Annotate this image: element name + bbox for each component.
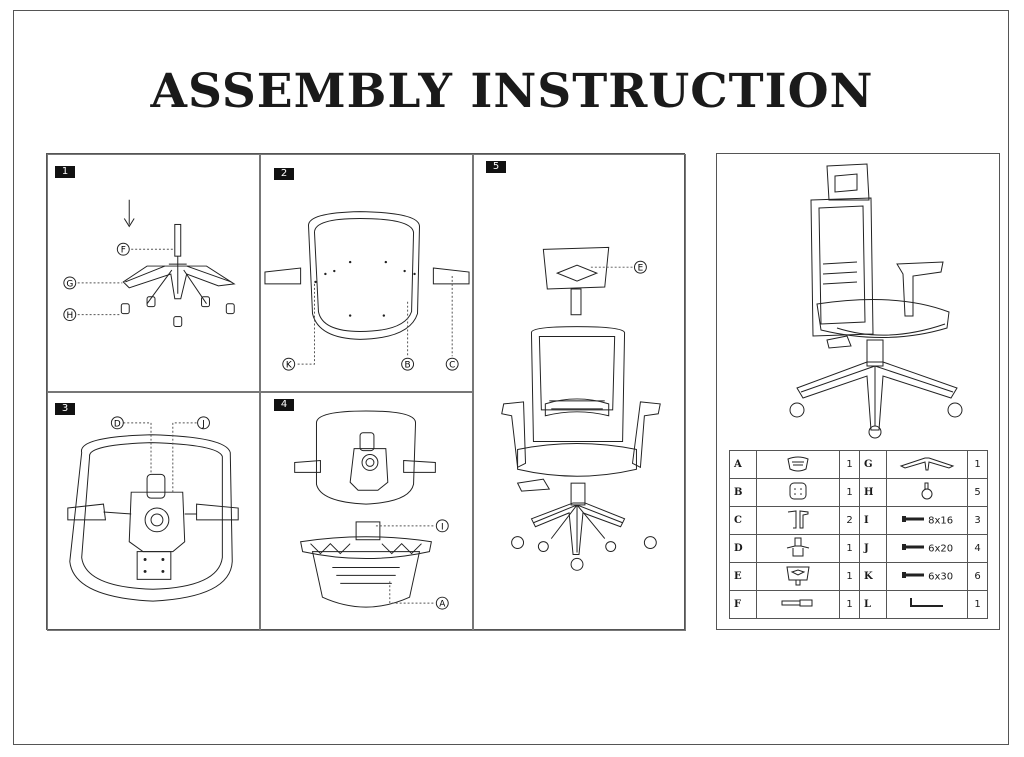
label-h: H xyxy=(66,311,73,321)
step-4-panel: 4 I A xyxy=(260,392,473,631)
part-letter: E xyxy=(729,562,757,591)
part-quantity: 1 xyxy=(839,450,860,479)
page-border xyxy=(13,10,1009,745)
part-quantity: 2 xyxy=(839,506,860,535)
step-3-drawing: D J xyxy=(67,416,239,602)
part-letter: L xyxy=(859,590,887,619)
label-g: G xyxy=(66,279,73,289)
part-letter: J xyxy=(859,534,887,563)
part-letter: G xyxy=(859,450,887,479)
chair-illustration xyxy=(789,163,963,439)
part-quantity: 1 xyxy=(839,534,860,563)
part-letter: C xyxy=(729,506,757,535)
part-cell xyxy=(886,450,968,479)
bolt-icon xyxy=(901,544,925,555)
part-quantity: 4 xyxy=(967,534,988,563)
bolt-icon xyxy=(901,572,925,583)
label-i: I xyxy=(441,522,444,532)
part-cell xyxy=(886,478,968,507)
star-base-icon xyxy=(897,457,957,475)
label-a: A xyxy=(439,600,446,610)
armrest-icon xyxy=(756,506,840,535)
part-quantity: 1 xyxy=(839,562,860,591)
step-number: 1 xyxy=(55,166,75,178)
mechanism-icon xyxy=(756,534,840,563)
step-number: 3 xyxy=(55,403,75,415)
step-2-panel: 2 xyxy=(260,154,473,392)
part-size: 6x30 xyxy=(928,571,954,583)
part-quantity: 1 xyxy=(839,478,860,507)
step-3-panel: 3 xyxy=(47,392,260,631)
part-letter: A xyxy=(729,450,757,479)
gas-lift-icon xyxy=(756,590,840,619)
label-f: F xyxy=(121,246,126,256)
part-letter: H xyxy=(859,478,887,507)
part-size: 8x16 xyxy=(928,515,954,527)
part-letter: F xyxy=(729,590,757,619)
bolt-icon xyxy=(901,516,925,527)
step-number: 2 xyxy=(274,168,294,180)
part-quantity: 1 xyxy=(967,590,988,619)
label-c: C xyxy=(449,361,455,371)
part-quantity: 3 xyxy=(967,506,988,535)
allen-key-icon xyxy=(907,598,947,613)
step-5-panel: 5 xyxy=(473,154,686,631)
part-letter: B xyxy=(729,478,757,507)
step-2-drawing: K B C xyxy=(264,211,470,371)
caster-icon xyxy=(917,482,937,504)
step-number: 4 xyxy=(274,399,294,411)
step-4-drawing: I A xyxy=(294,410,449,610)
part-cell: 8x16 xyxy=(886,506,968,535)
part-quantity: 1 xyxy=(839,590,860,619)
step-1-drawing: F G H xyxy=(63,199,236,327)
part-quantity: 1 xyxy=(967,450,988,479)
part-quantity: 6 xyxy=(967,562,988,591)
part-quantity: 5 xyxy=(967,478,988,507)
part-cell xyxy=(886,590,968,619)
part-letter: K xyxy=(859,562,887,591)
part-letter: I xyxy=(859,506,887,535)
part-size: 6x20 xyxy=(928,543,954,555)
headrest-icon xyxy=(756,562,840,591)
label-b: B xyxy=(405,361,411,371)
label-e: E xyxy=(638,264,644,274)
part-cell: 6x30 xyxy=(886,562,968,591)
base-seat-icon xyxy=(756,450,840,479)
seat-icon xyxy=(756,478,840,507)
label-d: D xyxy=(114,419,121,429)
step-5-drawing: E xyxy=(501,246,661,571)
step-1-panel: 1 F G xyxy=(47,154,260,392)
step-number: 5 xyxy=(486,161,506,173)
page-title: ASSEMBLY INSTRUCTION xyxy=(150,64,874,119)
label-k: K xyxy=(286,361,293,371)
part-cell: 6x20 xyxy=(886,534,968,563)
part-letter: D xyxy=(729,534,757,563)
label-j: J xyxy=(201,419,205,429)
steps-grid: 1 F G xyxy=(46,153,686,631)
